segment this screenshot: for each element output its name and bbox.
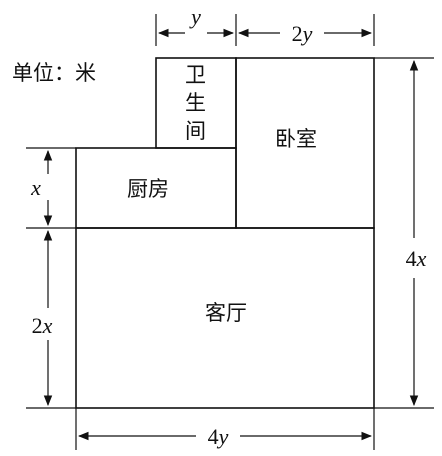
bathroom-label-char-2: 生 [185, 91, 206, 115]
bath-width-var: y [189, 4, 201, 29]
living-height-var: x [42, 313, 53, 338]
total-width-var: y [217, 424, 229, 449]
bathroom-label-char-1: 卫 [185, 63, 206, 87]
total-width-dimension: 4y [208, 424, 229, 449]
living-room-label: 客厅 [205, 301, 247, 325]
bedroom-label: 卧室 [275, 127, 317, 151]
left-dimensions [26, 147, 76, 409]
bed-width-coef: 2 [292, 21, 303, 46]
kitchen-height-var: x [30, 175, 41, 200]
kitchen-height-dimension: x [30, 175, 41, 200]
bath-width-dimension: y [189, 4, 201, 29]
living-height-coef: 2 [32, 313, 43, 338]
room-walls [75, 57, 375, 409]
bed-width-dimension: 2y [292, 21, 313, 46]
bed-width-var: y [301, 21, 313, 46]
kitchen-label: 厨房 [127, 177, 169, 201]
total-height-var: x [416, 246, 427, 271]
right-dimension [374, 57, 434, 409]
bathroom-label-char-3: 间 [185, 119, 206, 143]
top-dimensions [155, 14, 375, 46]
total-width-coef: 4 [208, 424, 219, 449]
living-height-dimension: 2x [32, 313, 53, 338]
bedroom-outline [235, 57, 375, 229]
unit-label: 单位：米 [12, 61, 96, 85]
total-height-coef: 4 [406, 246, 417, 271]
total-height-dimension: 4x [406, 246, 427, 271]
bottom-dimension [75, 408, 375, 450]
